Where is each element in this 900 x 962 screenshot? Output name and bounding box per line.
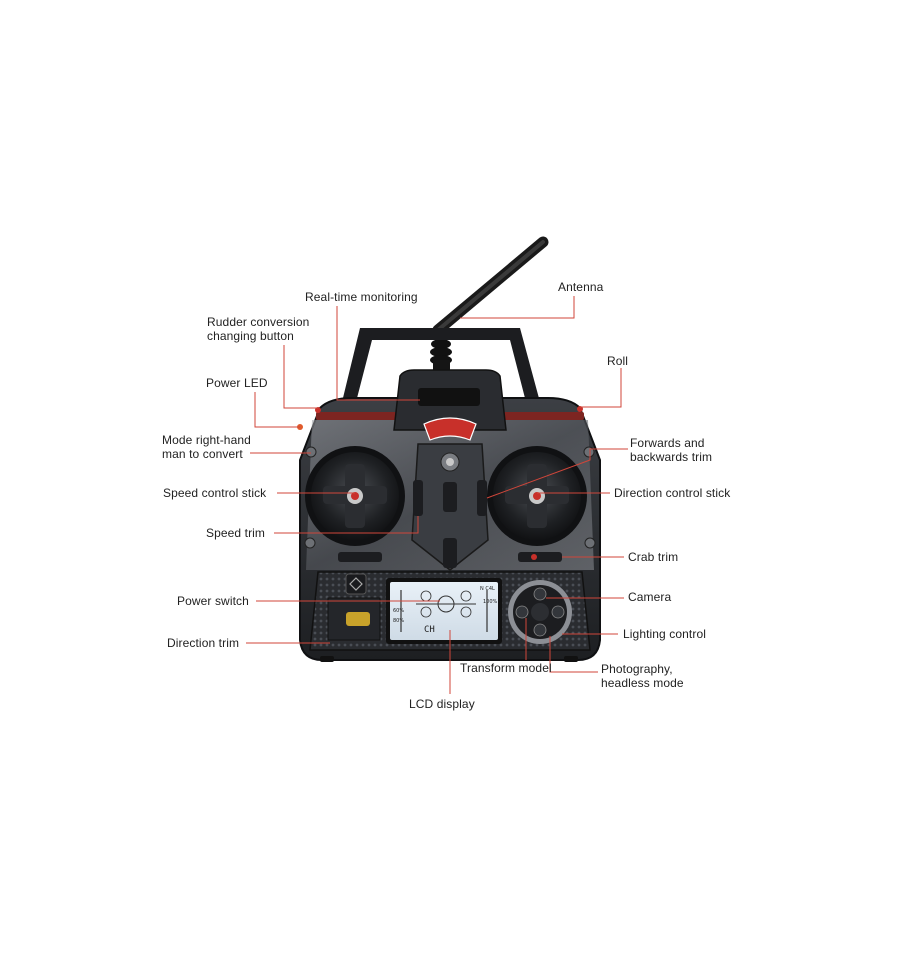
- leader-rudder: [283, 345, 318, 409]
- lcd-pct-60: 60%: [393, 608, 404, 614]
- lcd-pct-100: 100%: [483, 599, 498, 605]
- speed-control-stick[interactable]: [305, 446, 405, 546]
- label-speed-control-stick: Speed control stick: [163, 486, 267, 500]
- label-lighting-control: Lighting control: [623, 627, 706, 641]
- label-camera: Camera: [628, 590, 672, 604]
- camera-button[interactable]: [533, 587, 547, 601]
- speed-trim[interactable]: [413, 480, 423, 516]
- power-switch[interactable]: [327, 573, 381, 641]
- photography-headless-button[interactable]: [533, 623, 547, 637]
- label-roll: Roll: [607, 354, 629, 368]
- monitor-window: [418, 388, 480, 406]
- label-rudder-conversion: Rudder conversion changing button: [207, 315, 310, 343]
- lcd-channel: CH: [424, 625, 435, 635]
- transmitter: N C4L 100% 60% 80% CH: [297, 236, 601, 662]
- leader-realtime: [336, 306, 420, 401]
- carry-handle: [342, 328, 540, 402]
- label-forwards-backwards-trim: Forwards and backwards trim: [630, 436, 713, 464]
- lighting-control-button[interactable]: [551, 605, 565, 619]
- label-lcd-display: LCD display: [409, 697, 475, 711]
- lcd-mode-text: N C4L: [480, 586, 495, 592]
- mode-switch[interactable]: [305, 446, 317, 458]
- leader-forwards: [486, 448, 628, 499]
- direction-control-stick[interactable]: [487, 446, 587, 546]
- brand-logo: [423, 417, 477, 441]
- label-power-switch: Power switch: [177, 594, 249, 608]
- direction-trim-slider[interactable]: [338, 552, 382, 562]
- label-photography-headless: Photography, headless mode: [601, 662, 684, 690]
- lcd-display: N C4L 100% 60% 80% CH: [386, 578, 502, 644]
- lcd-pct-80: 80%: [393, 618, 404, 624]
- label-direction-control-stick: Direction control stick: [614, 486, 731, 500]
- forwards-backwards-trim[interactable]: [477, 480, 487, 516]
- leader-roll: [580, 368, 622, 408]
- label-antenna: Antenna: [558, 280, 604, 294]
- label-power-led: Power LED: [206, 376, 268, 390]
- label-direction-trim: Direction trim: [167, 636, 240, 650]
- leader-antenna: [460, 296, 575, 319]
- crab-trim[interactable]: [518, 552, 562, 562]
- leader-photography: [549, 636, 598, 673]
- label-speed-trim: Speed trim: [206, 526, 266, 540]
- label-transform-model: Transform model: [460, 661, 552, 675]
- leader-lines: [246, 296, 628, 694]
- transform-model-button[interactable]: [515, 605, 529, 619]
- leader-power-led: [254, 392, 300, 428]
- leader-speed-trim: [274, 516, 419, 534]
- label-crab-trim: Crab trim: [628, 550, 679, 564]
- label-realtime-monitoring: Real-time monitoring: [305, 290, 418, 304]
- label-mode-right-hand: Mode right-hand man to convert: [162, 433, 251, 461]
